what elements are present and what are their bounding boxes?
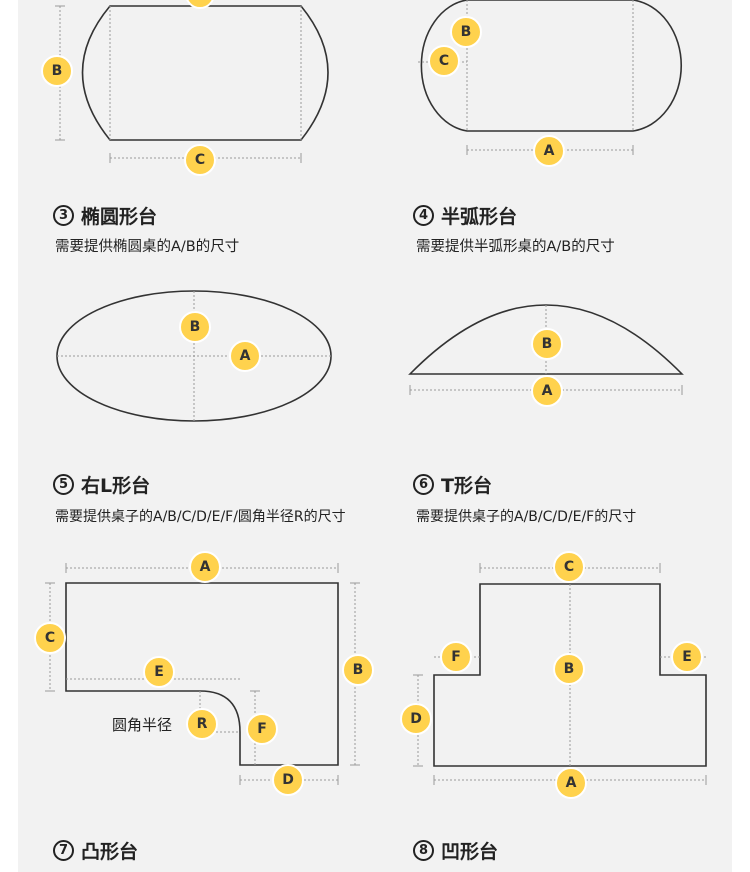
section-title-6: 6 T形台 [413, 471, 492, 498]
badge-b: B [450, 16, 482, 48]
section-title-text: 凹形台 [441, 841, 499, 863]
svg-text:A: A [240, 348, 251, 364]
diagram-ellipse [56, 290, 332, 422]
svg-text:F: F [451, 649, 461, 665]
badge-r: R [186, 708, 218, 740]
section-title-text: 椭圆形台 [81, 206, 158, 228]
section-number: 6 [413, 474, 434, 495]
svg-text:C: C [439, 53, 449, 69]
badge-b: B [553, 653, 585, 685]
svg-text:B: B [52, 63, 63, 79]
badge-e: E [143, 656, 175, 688]
svg-text:B: B [542, 336, 553, 352]
svg-text:D: D [282, 772, 294, 788]
section-number: 7 [53, 840, 74, 861]
section-title-text: T形台 [441, 475, 492, 497]
badge-e: E [671, 641, 703, 673]
badge-a: A [531, 375, 563, 407]
half-arc-outline [408, 304, 684, 375]
svg-text:B: B [461, 24, 472, 40]
section-title-text: 右L形台 [81, 475, 151, 497]
section-title-3: 3 椭圆形台 [53, 202, 157, 229]
svg-text:F: F [257, 721, 267, 737]
section-title-text: 半弧形台 [441, 206, 518, 228]
rounded-rect-outline [81, 5, 329, 141]
svg-text:E: E [154, 664, 164, 680]
svg-text:C: C [45, 630, 55, 646]
section-title-8: 8 凹形台 [413, 837, 498, 864]
badge-a: A [229, 340, 261, 372]
badge-b: B [531, 328, 563, 360]
svg-text:E: E [682, 649, 692, 665]
badge-b: B [342, 654, 374, 686]
diagram-right-l [45, 563, 360, 785]
diagram-rounded-rect [55, 0, 329, 163]
svg-text:C: C [564, 559, 574, 575]
badge-a: A [555, 767, 587, 799]
section-number: 3 [53, 205, 74, 226]
badge-b: B [41, 55, 73, 87]
section-number: 5 [53, 474, 74, 495]
svg-text:D: D [410, 711, 422, 727]
section-title-5: 5 右L形台 [53, 471, 150, 498]
half-round-outline [420, 0, 682, 132]
svg-text:A: A [544, 143, 555, 159]
svg-text:A: A [566, 775, 577, 791]
svg-text:A: A [542, 383, 553, 399]
svg-text:B: B [190, 319, 201, 335]
section-number: 8 [413, 840, 434, 861]
section-desc-3: 需要提供椭圆桌的A/B的尺寸 [55, 239, 240, 255]
corner-radius-label: 圆角半径 [112, 716, 173, 734]
section-desc-6: 需要提供桌子的A/B/C/D/E/F的尺寸 [416, 509, 637, 525]
content-panel [18, 0, 732, 872]
svg-text:B: B [564, 661, 575, 677]
svg-text:C: C [195, 152, 205, 168]
section-title-text: 凸形台 [81, 841, 139, 863]
svg-text:A: A [200, 559, 211, 575]
badge-c: C [553, 551, 585, 583]
badge-d: D [272, 764, 304, 796]
badge-top-partial [186, 0, 214, 9]
t-shape-outline [433, 583, 707, 767]
badge-c: C [428, 45, 460, 77]
badge-b: B [179, 311, 211, 343]
section-title-4: 4 半弧形台 [413, 202, 517, 229]
badge-d: D [400, 703, 432, 735]
section-title-7: 7 凸形台 [53, 837, 138, 864]
svg-text:R: R [197, 716, 208, 732]
badge-a: A [189, 551, 221, 583]
badge-f: F [440, 641, 472, 673]
badge-f: F [246, 713, 278, 745]
section-number: 4 [413, 205, 434, 226]
section-desc-4: 需要提供半弧形桌的A/B的尺寸 [416, 239, 615, 255]
badge-c: C [184, 144, 216, 176]
badge-c: C [34, 622, 66, 654]
badge-a: A [533, 135, 565, 167]
section-desc-5: 需要提供桌子的A/B/C/D/E/F/圆角半径R的尺寸 [55, 509, 346, 525]
svg-text:B: B [353, 662, 364, 678]
